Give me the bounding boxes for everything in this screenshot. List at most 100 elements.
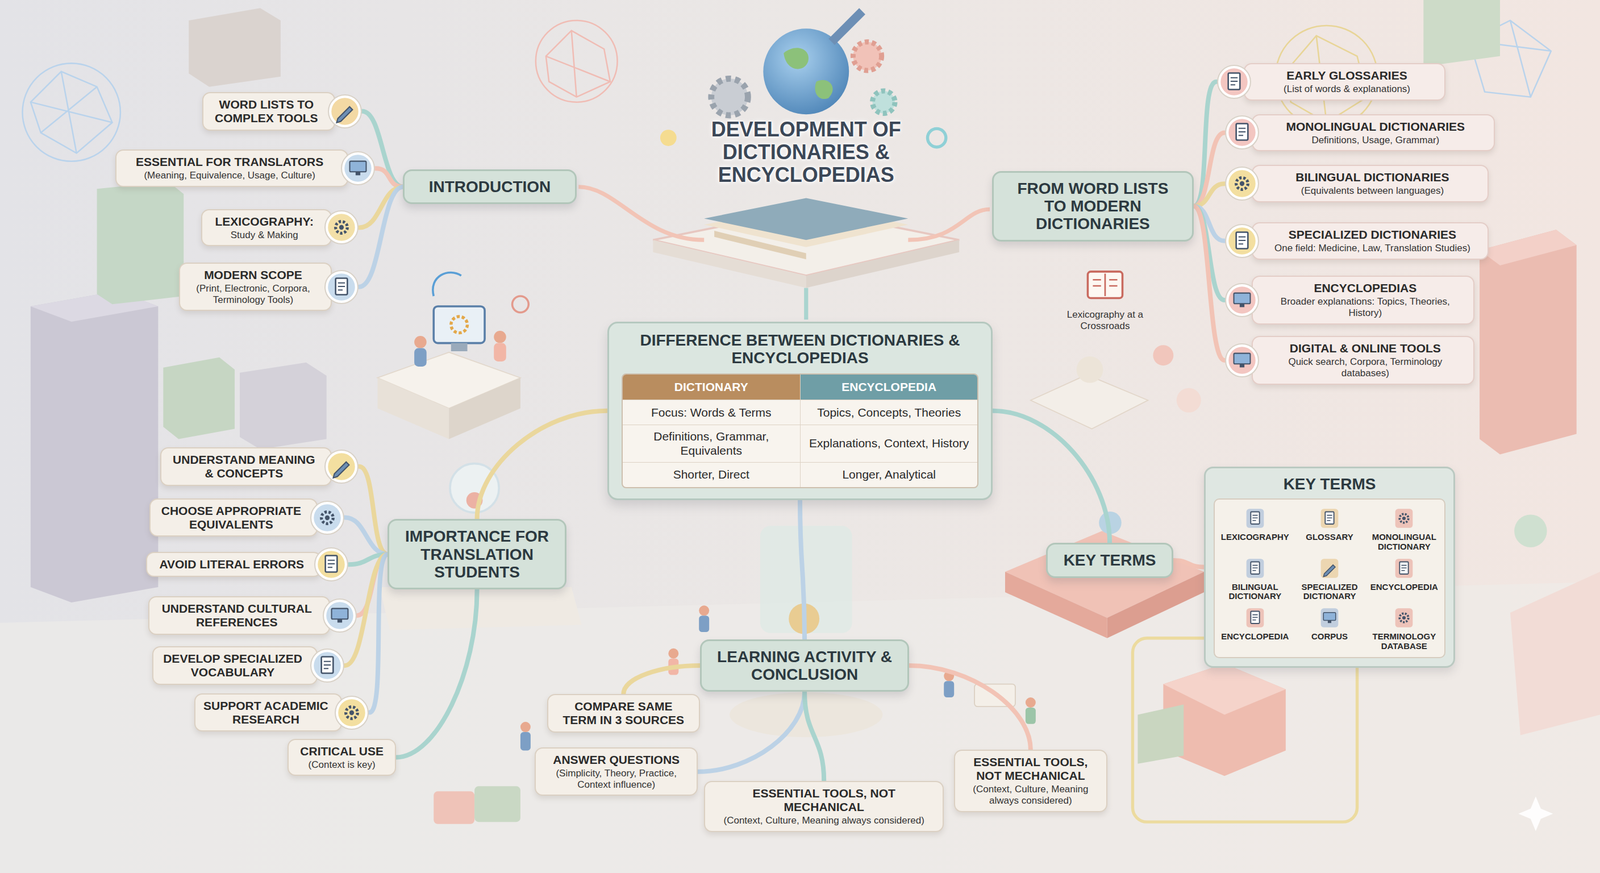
topic-leaf: UNDERSTAND MEANING & CONCEPTS bbox=[160, 447, 360, 486]
title-text: DEVELOPMENT OF DICTIONARIES & ENCYCLOPED… bbox=[711, 117, 902, 186]
central-book-part bbox=[828, 7, 866, 45]
screen-glyph bbox=[1323, 612, 1336, 621]
table-cell: Longer, Analytical bbox=[800, 461, 978, 487]
badge-ring bbox=[325, 270, 358, 304]
node-heading: UNDERSTAND MEANING & CONCEPTS bbox=[169, 452, 319, 481]
note-box: COMPARE SAME TERM IN 3 SOURCES bbox=[547, 693, 700, 733]
page-glyph bbox=[335, 277, 348, 295]
icon-badge bbox=[1390, 505, 1418, 532]
central-book-part bbox=[907, 209, 990, 240]
crossroads-platform bbox=[1030, 271, 1149, 429]
people-figure-part bbox=[520, 721, 531, 732]
key-term-item: LEXICOGRAPHY bbox=[1219, 505, 1291, 552]
leaf-pill: LEXICOGRAPHY:Study & Making bbox=[201, 209, 332, 247]
right-blocks-part bbox=[1479, 229, 1577, 266]
pencil-glyph bbox=[333, 461, 350, 478]
connector bbox=[804, 691, 824, 781]
hub-box: LEARNING ACTIVITY & CONCLUSION bbox=[700, 639, 910, 693]
right-blocks-part bbox=[1152, 344, 1174, 366]
connector bbox=[396, 589, 478, 757]
badge-fill bbox=[1228, 119, 1256, 147]
hub-box: INTRODUCTION bbox=[402, 169, 577, 204]
icon-badge bbox=[334, 694, 370, 731]
node-heading: ESSENTIAL TOOLS, NOT MECHANICAL bbox=[713, 786, 935, 814]
icon-badge bbox=[1316, 505, 1343, 532]
node-heading: ENCYCLOPEDIAS bbox=[1265, 281, 1466, 295]
badge-fill bbox=[344, 155, 372, 183]
key-term-item: GLOSSARY bbox=[1293, 505, 1365, 552]
page-lines bbox=[327, 560, 335, 568]
key-terms-platform bbox=[1005, 511, 1204, 639]
central-book-part bbox=[783, 47, 833, 99]
key-term-item: TERMINOLOGY DATABASE bbox=[1368, 604, 1440, 652]
icon-badge bbox=[1316, 555, 1343, 582]
badge-ring bbox=[1225, 343, 1259, 377]
page-glyph bbox=[325, 555, 338, 573]
badge-fill bbox=[1228, 169, 1256, 198]
node-body: (Simplicity, Theory, Practice, Context i… bbox=[543, 767, 689, 790]
network-figure-part bbox=[30, 71, 113, 154]
icon-badge bbox=[1390, 604, 1418, 631]
topic-leaf: UNDERSTAND CULTURAL REFERENCES bbox=[148, 596, 358, 635]
network-figure bbox=[535, 20, 618, 103]
gear-glyph bbox=[321, 511, 334, 524]
central-book-part bbox=[803, 288, 808, 320]
topic-leaf: ESSENTIAL FOR TRANSLATORS(Meaning, Equiv… bbox=[115, 149, 375, 187]
node-body: Definitions, Usage, Grammar) bbox=[1265, 134, 1486, 147]
node-heading: DIGITAL & ONLINE TOOLS bbox=[1265, 341, 1466, 356]
page-glyph bbox=[1236, 123, 1249, 141]
key-term-item: ENCYCLOPEDIA bbox=[1219, 604, 1291, 652]
icon-badge bbox=[1224, 223, 1260, 259]
screen-glyph bbox=[349, 161, 366, 173]
leaf-pill: AVOID LITERAL ERRORS bbox=[146, 551, 322, 577]
gear-glyph bbox=[1400, 513, 1409, 523]
leaf-pill: DIGITAL & ONLINE TOOLSQuick search, Corp… bbox=[1251, 335, 1475, 385]
node-heading: DIFFERENCE BETWEEN DICTIONARIES & ENCYCL… bbox=[621, 331, 979, 368]
computer-platform-part bbox=[433, 306, 485, 344]
node-body: Broader explanations: Topics, Theories, … bbox=[1265, 296, 1466, 319]
hub-box: FROM WORD LISTS TO MODERN DICTIONARIES bbox=[992, 171, 1195, 242]
page-glyph bbox=[1250, 561, 1260, 574]
gear-hub bbox=[1239, 181, 1245, 186]
topic-leaf: CHOOSE APPROPRIATE EQUIVALENTS bbox=[149, 498, 345, 537]
node-heading: IMPORTANCE FOR TRANSLATION STUDENTS bbox=[400, 527, 553, 581]
leaf-pill: BILINGUAL DICTIONARIES(Equivalents betwe… bbox=[1251, 164, 1489, 203]
key-term-label: GLOSSARY bbox=[1305, 532, 1354, 543]
network-figure-part bbox=[22, 63, 121, 161]
node-heading: SUPPORT ACADEMIC RESEARCH bbox=[203, 698, 329, 727]
connector bbox=[1173, 560, 1204, 568]
badge-fill bbox=[1228, 286, 1256, 314]
table-cell: Definitions, Grammar, Equivalents bbox=[622, 424, 800, 462]
leaf-pill: EARLY GLOSSARIES(List of words & explana… bbox=[1243, 63, 1447, 101]
screen-stand bbox=[355, 172, 361, 176]
connector bbox=[359, 186, 403, 287]
left-blocks-part bbox=[474, 785, 521, 822]
key-term-item: MONOLINGUAL DICTIONARY bbox=[1368, 505, 1440, 552]
page-glyph bbox=[1400, 561, 1409, 574]
people-figure-part bbox=[698, 615, 710, 632]
node-body: One field: Medicine, Law, Translation St… bbox=[1265, 242, 1480, 254]
leaf-pill: UNDERSTAND MEANING & CONCEPTS bbox=[160, 447, 332, 486]
pencil-glyph bbox=[1323, 564, 1336, 577]
icon-badge bbox=[340, 150, 376, 186]
node-body: (Print, Electronic, Corpora, Terminology… bbox=[188, 282, 319, 306]
people-figure-part bbox=[520, 731, 531, 750]
gear-hub bbox=[349, 709, 354, 715]
node-heading: KEY TERMS bbox=[1213, 475, 1446, 493]
computer-platform-part bbox=[512, 296, 529, 313]
table-cell: Topics, Concepts, Theories bbox=[800, 399, 978, 425]
leaf-pill: SPECIALIZED DICTIONARIESOne field: Medic… bbox=[1251, 222, 1489, 260]
badge-fill bbox=[313, 651, 341, 679]
icon-badge bbox=[1224, 282, 1260, 318]
topic-leaf: ENCYCLOPEDIASBroader explanations: Topic… bbox=[1224, 275, 1475, 324]
computer-platform-part bbox=[448, 377, 521, 440]
crossroads-platform-part bbox=[1092, 273, 1118, 297]
topic-leaf: WORD LISTS TO COMPLEX TOOLS bbox=[202, 92, 362, 131]
badge-fill bbox=[1228, 227, 1256, 255]
right-blocks-part bbox=[1423, 0, 1500, 67]
node-heading: KEY TERMS bbox=[1059, 551, 1161, 569]
badge-ring bbox=[314, 547, 348, 581]
connector bbox=[800, 500, 805, 640]
people-figure bbox=[520, 605, 1036, 750]
key-terms-platform-part bbox=[1107, 571, 1205, 639]
